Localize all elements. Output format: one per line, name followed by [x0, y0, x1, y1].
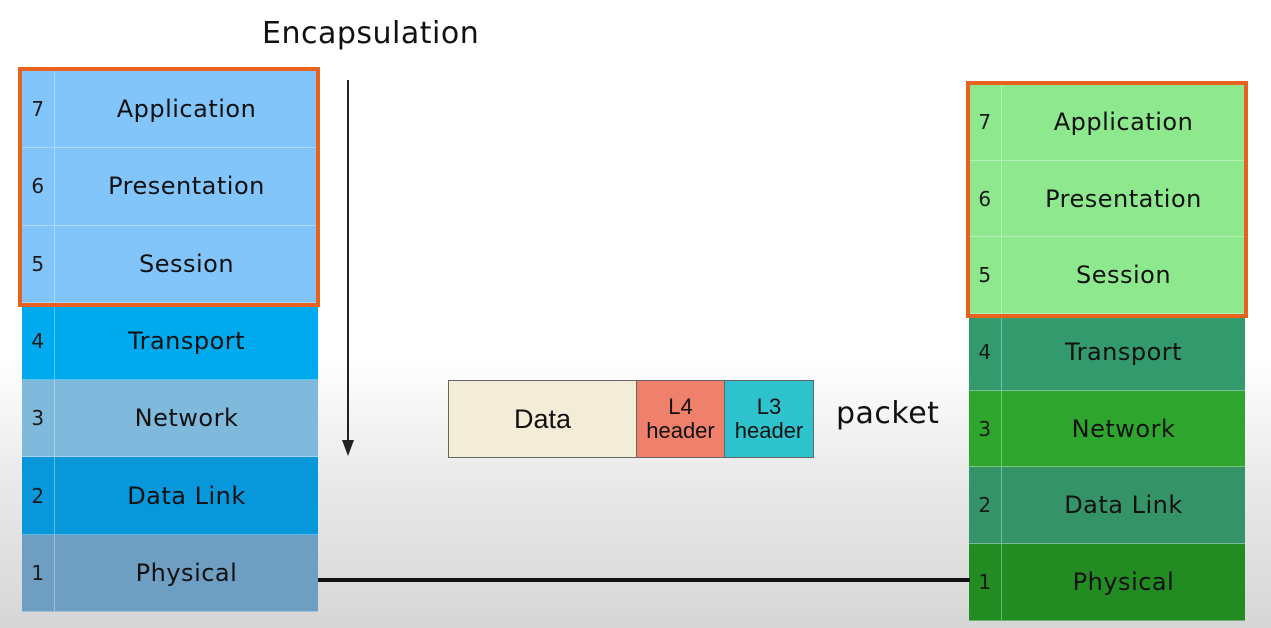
left-layer-1: 1 Physical [22, 534, 318, 613]
layer-name: Session [1075, 261, 1172, 290]
left-layer-7: 7 Application [22, 71, 318, 149]
layer-number: 5 [969, 237, 1002, 314]
layer-number: 1 [969, 544, 1002, 620]
layer-number: 5 [22, 225, 55, 302]
l3-header-segment: L3 header [725, 381, 813, 457]
layer-number: 2 [969, 467, 1002, 544]
layer-number: 4 [969, 314, 1002, 390]
right-layer-7: 7 Application [969, 84, 1245, 161]
packet-diagram: Data L4 header L3 header [448, 380, 814, 458]
l4-header-line2: header [646, 418, 715, 443]
right-layer-5: 5 Session [969, 237, 1245, 315]
layer-name: Session [138, 249, 235, 278]
layer-number: 6 [22, 148, 55, 225]
layer-name: Physical [1072, 567, 1175, 596]
l4-header-segment: L4 header [637, 381, 725, 457]
down-arrow-icon [342, 80, 354, 456]
left-layer-4: 4 Transport [22, 302, 318, 381]
l3-header-line2: header [734, 418, 804, 443]
layer-number: 3 [969, 390, 1002, 467]
left-layer-6: 6 Presentation [22, 148, 318, 226]
l3-header-line1: L3 [756, 394, 782, 419]
layer-number: 3 [22, 380, 55, 457]
right-layer-2: 2 Data Link [969, 467, 1245, 545]
layer-name: Physical [135, 558, 238, 587]
osi-stack-right: 7 Application 6 Presentation 5 Session 4… [969, 84, 1245, 621]
data-segment: Data [449, 381, 637, 457]
layer-name: Data Link [1064, 491, 1183, 520]
layer-name: Application [116, 95, 257, 124]
layer-name: Application [1053, 107, 1194, 136]
layer-name: Presentation [108, 172, 265, 201]
osi-stack-left: 7 Application 6 Presentation 5 Session 4… [22, 71, 318, 613]
layer-number: 7 [22, 71, 55, 148]
right-layer-1: 1 Physical [969, 544, 1245, 621]
layer-number: 4 [22, 302, 55, 380]
l4-header-line1: L4 [668, 394, 693, 419]
layer-number: 1 [22, 534, 55, 612]
layer-name: Transport [127, 327, 246, 356]
left-layer-2: 2 Data Link [22, 457, 318, 535]
layer-name: Network [1071, 414, 1176, 443]
layer-name: Transport [1064, 337, 1183, 366]
left-layer-5: 5 Session [22, 225, 318, 303]
right-layer-6: 6 Presentation [969, 160, 1245, 238]
right-layer-4: 4 Transport [969, 314, 1245, 391]
layer-name: Data Link [127, 481, 246, 510]
left-layer-3: 3 Network [22, 380, 318, 458]
diagram-title: Encapsulation [262, 16, 480, 51]
layer-number: 7 [969, 84, 1002, 160]
packet-label: packet [836, 396, 940, 431]
layer-name: Network [134, 404, 239, 433]
layer-number: 6 [969, 160, 1002, 237]
layer-number: 2 [22, 457, 55, 534]
right-layer-3: 3 Network [969, 390, 1245, 468]
layer-name: Presentation [1045, 184, 1202, 213]
physical-link-cable [318, 578, 970, 582]
